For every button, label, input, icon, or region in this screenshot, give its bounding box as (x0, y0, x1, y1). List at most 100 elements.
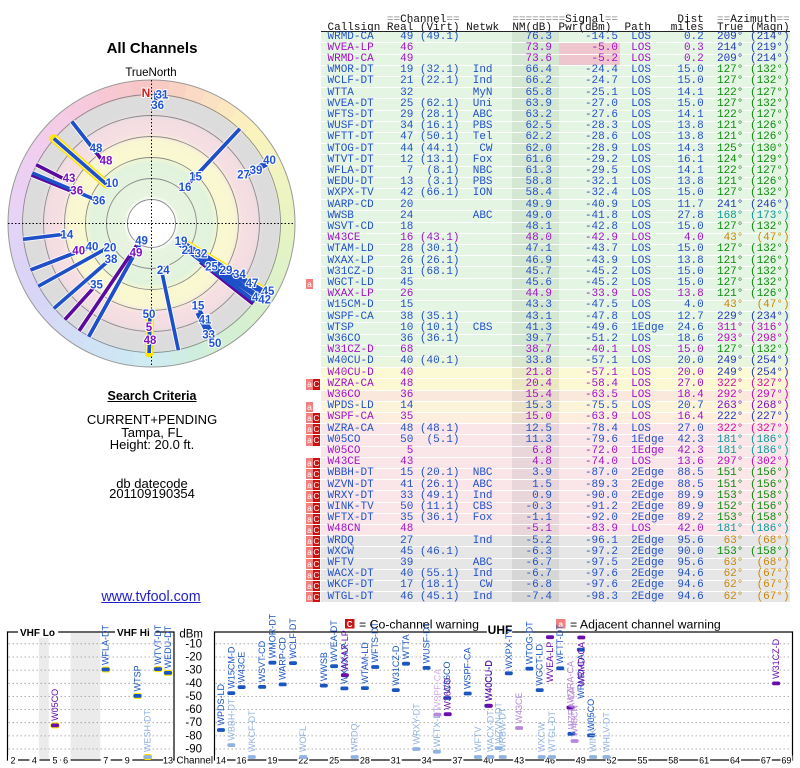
svg-text:N: N (142, 86, 151, 100)
svg-text:WGCT-LD: WGCT-LD (535, 644, 545, 686)
svg-text:27: 27 (237, 170, 250, 182)
svg-text:41: 41 (199, 315, 212, 327)
svg-text:47: 47 (246, 278, 259, 290)
svg-text:34: 34 (422, 756, 432, 766)
svg-text:a: a (558, 620, 563, 629)
svg-text:40: 40 (483, 756, 493, 766)
svg-text:-70: -70 (185, 717, 202, 729)
svg-text:16: 16 (237, 756, 247, 766)
svg-text:16: 16 (179, 182, 192, 194)
svg-text:44: 44 (252, 292, 265, 304)
svg-text:WMOR-DT: WMOR-DT (267, 613, 277, 658)
svg-text:7: 7 (103, 756, 108, 766)
svg-text:48: 48 (90, 143, 103, 155)
svg-text:WPDS-LD: WPDS-LD (216, 683, 226, 725)
svg-text:VHF Lo: VHF Lo (20, 628, 55, 639)
svg-text:61: 61 (699, 756, 709, 766)
svg-text:15: 15 (192, 301, 205, 313)
svg-text:WFLA-DT: WFLA-DT (101, 625, 111, 665)
svg-text:W15CM-D: W15CM-D (226, 646, 236, 688)
svg-text:WKCF-DT: WKCF-DT (247, 710, 257, 752)
svg-text:13: 13 (163, 756, 173, 766)
svg-text:WSPF-CA: WSPF-CA (432, 669, 442, 711)
svg-text:9: 9 (125, 756, 130, 766)
svg-text:WOFL: WOFL (298, 726, 308, 752)
svg-text:WRMD-CA: WRMD-CA (576, 654, 586, 699)
svg-text:31: 31 (156, 90, 169, 102)
svg-text:WRBW-DT: WRBW-DT (498, 707, 508, 752)
svg-text:35: 35 (90, 280, 103, 292)
svg-text:25: 25 (329, 756, 339, 766)
svg-text:WFTT-DT: WFTT-DT (555, 624, 565, 664)
svg-text:58: 58 (668, 756, 678, 766)
svg-text:WARP-CD: WARP-CD (278, 637, 288, 680)
svg-text:21: 21 (182, 245, 195, 257)
svg-text:5: 5 (146, 322, 153, 334)
svg-text:10: 10 (106, 178, 119, 190)
svg-text:50: 50 (209, 338, 222, 350)
svg-text:= Co-channel warning: = Co-channel warning (359, 618, 479, 632)
svg-text:WSVT-CD: WSVT-CD (257, 640, 267, 682)
svg-text:46: 46 (545, 756, 555, 766)
svg-text:2: 2 (10, 756, 15, 766)
svg-text:32: 32 (195, 248, 208, 260)
svg-text:14: 14 (61, 229, 74, 241)
svg-text:WTSP: WTSP (133, 665, 143, 691)
svg-text:WFTV: WFTV (473, 727, 483, 753)
svg-text:49: 49 (130, 248, 143, 260)
svg-text:WVEA-DT: WVEA-DT (329, 620, 339, 662)
svg-text:WCLF-DT: WCLF-DT (288, 618, 298, 659)
svg-text:WBBH-DT: WBBH-DT (226, 698, 236, 740)
svg-text:36: 36 (93, 196, 106, 208)
svg-text:W43CE: W43CE (514, 692, 524, 723)
svg-text:52: 52 (607, 756, 617, 766)
svg-text:C: C (347, 620, 353, 629)
svg-text:36: 36 (70, 186, 83, 198)
svg-text:WSPF-CA: WSPF-CA (463, 648, 473, 690)
svg-text:-50: -50 (185, 691, 202, 703)
svg-text:WTGL-DT: WTGL-DT (547, 711, 557, 752)
svg-text:69: 69 (781, 756, 791, 766)
svg-text:W40CU-D: W40CU-D (483, 660, 493, 702)
svg-text:WTOG-DT: WTOG-DT (524, 621, 534, 664)
svg-text:W31CZ-D: W31CZ-D (391, 645, 401, 685)
svg-text:W36CO: W36CO (442, 661, 452, 693)
svg-text:40: 40 (72, 246, 85, 258)
svg-text:W40CU-D: W40CU-D (484, 660, 494, 702)
svg-text:45: 45 (262, 286, 275, 298)
svg-text:15: 15 (189, 172, 202, 184)
svg-text:WXPX-TV: WXPX-TV (504, 628, 514, 669)
svg-text:24: 24 (157, 265, 170, 277)
svg-text:5: 5 (52, 756, 57, 766)
svg-text:WTTA: WTTA (401, 634, 411, 659)
svg-text:20: 20 (104, 243, 117, 255)
svg-text:48: 48 (144, 335, 157, 347)
svg-text:WRDQ: WRDQ (350, 724, 360, 753)
svg-text:-10: -10 (185, 638, 202, 650)
svg-text:W36CO: W36CO (443, 678, 453, 710)
svg-text:37: 37 (452, 756, 462, 766)
svg-text:WRMD-CA: WRMD-CA (576, 642, 586, 687)
svg-text:6: 6 (63, 756, 68, 766)
svg-text:WHLV-DT: WHLV-DT (602, 712, 612, 752)
svg-text:67: 67 (761, 756, 771, 766)
svg-text:UHF: UHF (488, 623, 513, 637)
svg-text:19: 19 (175, 236, 188, 248)
svg-text:WZRA-CA: WZRA-CA (567, 687, 577, 729)
svg-text:49: 49 (576, 756, 586, 766)
svg-text:33: 33 (202, 330, 215, 342)
svg-text:W48CN: W48CN (570, 705, 580, 737)
svg-text:29: 29 (220, 265, 233, 277)
svg-text:28: 28 (360, 756, 370, 766)
svg-text:W31CZ-D: W31CZ-D (771, 638, 781, 678)
svg-text:-80: -80 (185, 730, 202, 742)
svg-text:-20: -20 (185, 652, 202, 664)
svg-text:WZVN-DT: WZVN-DT (494, 702, 504, 744)
svg-text:WRXY-DT: WRXY-DT (411, 703, 421, 745)
svg-text:40: 40 (263, 155, 276, 167)
svg-text:WZRA-CA: WZRA-CA (566, 661, 576, 703)
svg-text:55: 55 (637, 756, 647, 766)
svg-text:WXAX-LP: WXAX-LP (339, 643, 349, 684)
svg-text:WVEA-LP: WVEA-LP (545, 642, 555, 683)
svg-text:31: 31 (391, 756, 401, 766)
